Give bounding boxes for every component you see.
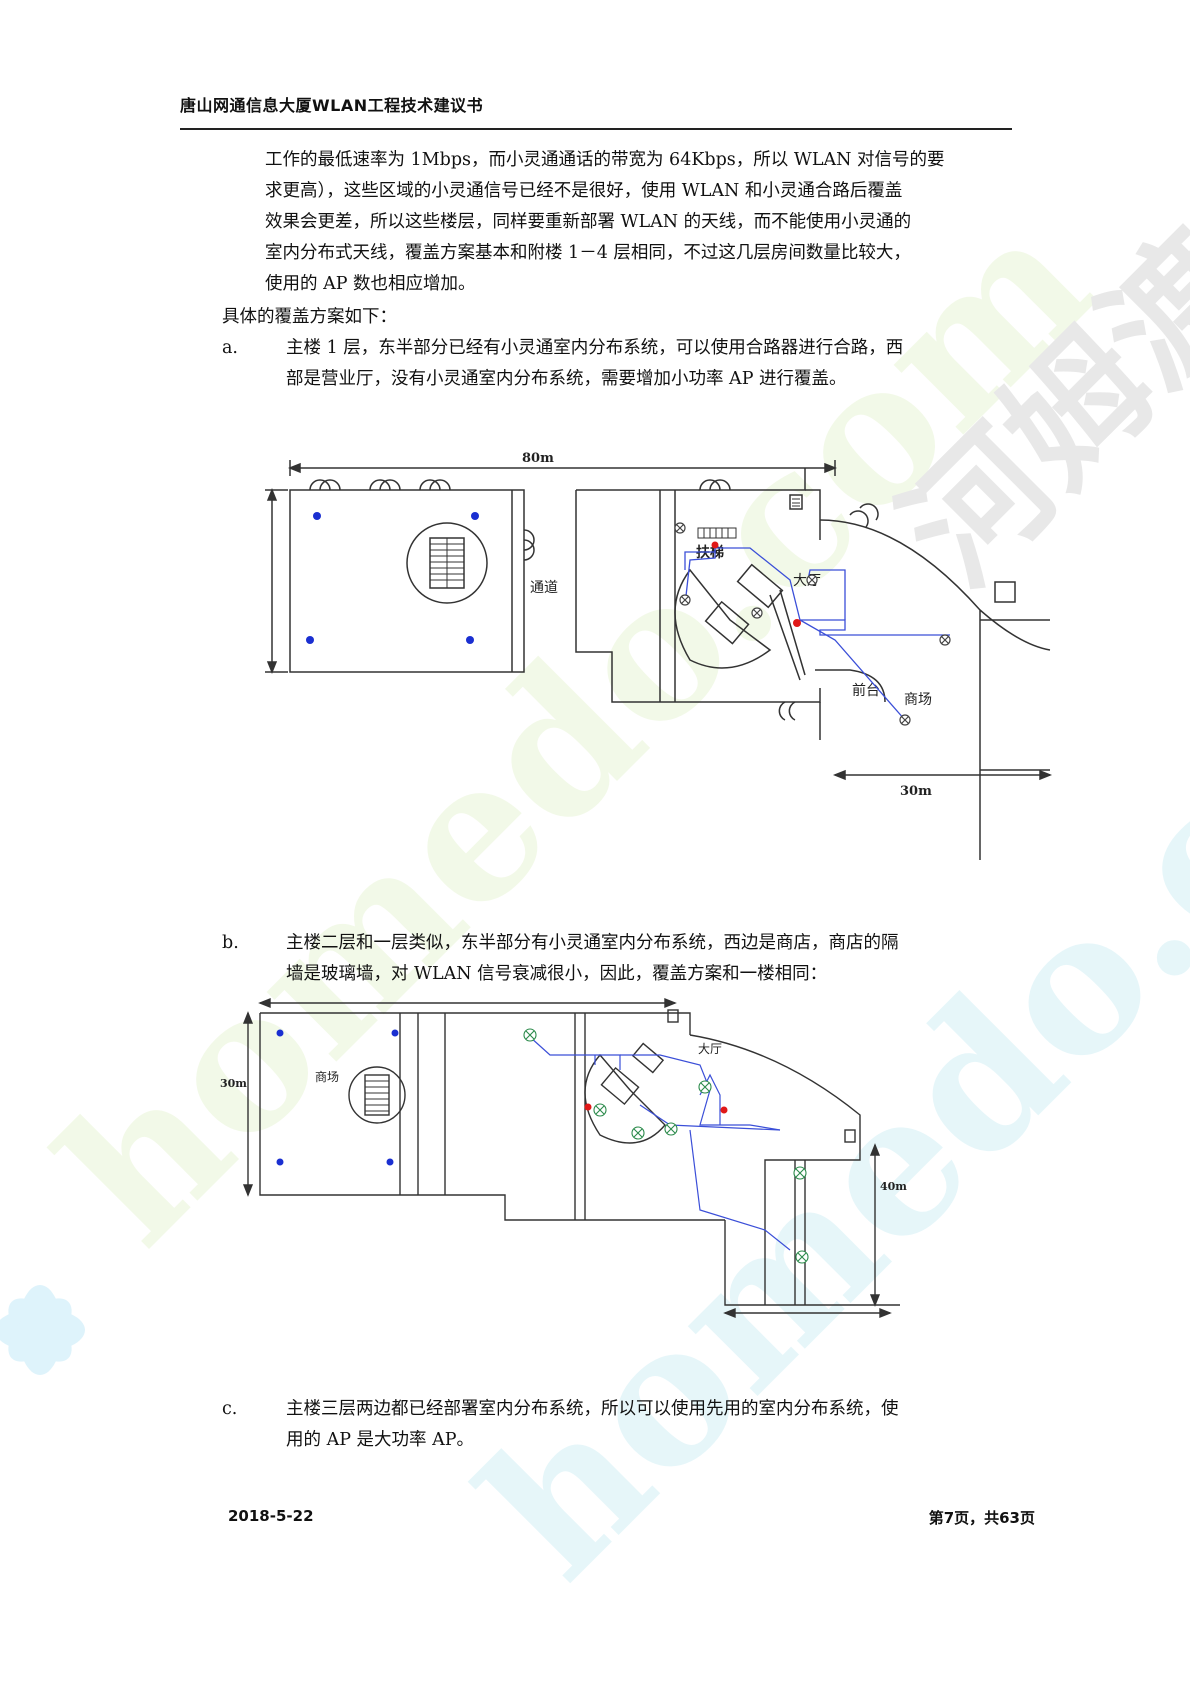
round-stairwell [406, 522, 488, 604]
dim-label-30m: 30m [900, 784, 932, 799]
document-header-title: 唐山网通信息大厦WLAN工程技术建议书 [180, 96, 484, 115]
floor-2-wall [259, 1012, 725, 1221]
cable-line [529, 1036, 621, 1070]
antenna-icon [593, 1103, 607, 1117]
paragraph-1-line: 工作的最低速率为 1Mbps，而小灵通通话的带宽为 64Kbps，所以 WLAN… [265, 150, 945, 170]
ap-dot [471, 512, 479, 520]
ap-red-dot [793, 619, 801, 627]
ap-dot [276, 1158, 284, 1166]
antenna-icon [939, 634, 951, 646]
ap-dot [391, 1029, 399, 1037]
ap-red-dot [720, 1106, 728, 1114]
cable-line [799, 619, 906, 721]
antenna-icon [664, 1122, 678, 1136]
list-item-line: 主楼 1 层，东半部分已经有小灵通室内分布系统，可以使用合路器进行合路，西 [286, 338, 904, 358]
paragraph-1: 工作的最低速率为 1Mbps，而小灵通通话的带宽为 64Kbps，所以 WLAN… [265, 145, 1015, 300]
antenna-icon [679, 594, 691, 606]
label-front-desk: 前台 [852, 682, 880, 699]
list-item-line: 部是营业厅，没有小灵通室内分布系统，需要增加小功率 AP 进行覆盖。 [286, 369, 847, 389]
antenna-icon [806, 574, 818, 586]
dim-label-30m: 30m [220, 1077, 247, 1090]
label-market: 商场 [904, 692, 932, 708]
east-building-wall [575, 490, 821, 703]
cable-line [689, 1073, 791, 1251]
list-item-label: c. [222, 1399, 238, 1419]
ap-red-dot [711, 541, 719, 549]
antenna-icon [795, 1250, 809, 1264]
list-item-line: 主楼三层两边都已经部署室内分布系统，所以可以使用先用的室内分布系统，使 [286, 1399, 899, 1419]
list-item-c: c. 主楼三层两边都已经部署室内分布系统，所以可以使用先用的室内分布系统，使 用… [222, 1394, 1012, 1458]
antenna-icon [751, 607, 763, 619]
paragraph-1-line: 求更高），这些区域的小灵通信号已经不是很好，使用 WLAN 和小灵通合路后覆盖 [265, 181, 903, 201]
ap-dot [276, 1029, 284, 1037]
watermark-flower-icon [0, 1285, 85, 1375]
ap-dot [306, 636, 314, 644]
list-item-a: a. 主楼 1 层，东半部分已经有小灵通室内分布系统，可以使用合路器进行合路，西… [222, 333, 1012, 397]
antenna-icon [793, 1166, 807, 1180]
list-item-label: b. [222, 933, 239, 953]
dim-label-40m: 40m [880, 1180, 907, 1193]
floor-2-plan-diagram: 30m 商场 40m 大厅 [220, 997, 907, 1319]
cable-line [684, 548, 716, 606]
dim-label-80m: 80m [522, 451, 554, 466]
label-lobby: 大厅 [698, 1042, 722, 1056]
header-divider [180, 128, 1012, 130]
ap-dot [466, 636, 474, 644]
antenna-icon [899, 714, 911, 726]
ap-dot [313, 512, 321, 520]
list-item-line: 墙是玻璃墙，对 WLAN 信号衰减很小，因此，覆盖方案和一楼相同： [286, 964, 828, 984]
list-item-line: 用的 AP 是大功率 AP。 [286, 1430, 475, 1450]
center-oval-structure [584, 1053, 666, 1144]
paragraph-2: 具体的覆盖方案如下： [222, 307, 397, 327]
antenna-icon [523, 1028, 537, 1042]
list-item-label: a. [222, 338, 238, 358]
lobby-curve-wall [689, 1034, 861, 1305]
label-corridor: 通道 [530, 580, 558, 596]
antenna-icon [674, 522, 686, 534]
list-item-line: 主楼二层和一层类似，东半部分有小灵通室内分布系统，西边是商店，商店的隔 [286, 933, 899, 953]
cable-line [807, 569, 846, 620]
footer-date: 2018-5-22 [228, 1507, 314, 1525]
cable-line [620, 1054, 781, 1131]
paragraph-1-line: 室内分布式天线，覆盖方案基本和附楼 1－4 层相同，不过这几层房间数量比较大， [265, 243, 911, 263]
lobby-curve-wall [819, 519, 1051, 860]
cable-line [684, 547, 950, 636]
west-hall-wall [289, 489, 525, 673]
footer-page-number: 第7页，共63页 [928, 1509, 1035, 1527]
paragraph-1-line: 使用的 AP 数也相应增加。 [265, 274, 476, 294]
antenna-icon [698, 1080, 712, 1094]
list-item-b: b. 主楼二层和一层类似，东半部分有小灵通室内分布系统，西边是商店，商店的隔 墙… [222, 928, 1012, 992]
ap-red-dot [584, 1103, 592, 1111]
ap-dot [386, 1158, 394, 1166]
paragraph-1-line: 效果会更差，所以这些楼层，同样要重新部署 WLAN 的天线，而不能使用小灵通的 [265, 212, 912, 232]
antenna-icon [631, 1126, 645, 1140]
floor-1-plan-diagram: 80m 通道 30m 扶梯 [265, 451, 1053, 860]
center-oval-structure [674, 568, 772, 669]
label-market: 商场 [315, 1069, 339, 1084]
